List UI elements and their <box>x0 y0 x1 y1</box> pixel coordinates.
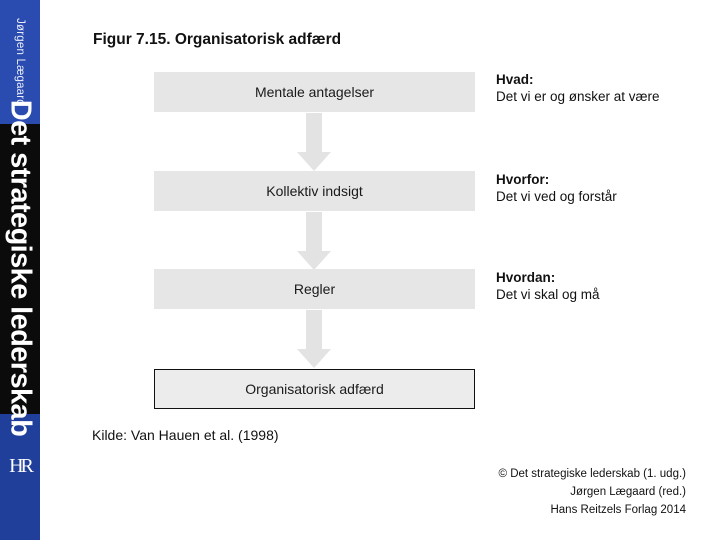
note-answer: Det vi skal og må <box>496 287 600 302</box>
down-arrow-icon <box>297 310 331 368</box>
down-arrow-icon <box>297 113 331 171</box>
publisher-logo: HR <box>9 455 34 477</box>
copyright-credits: © Det strategiske lederskab (1. udg.) Jø… <box>499 465 686 519</box>
figure-source: Kilde: Van Hauen et al. (1998) <box>92 427 279 443</box>
figure-title: Figur 7.15. Organisatorisk adfærd <box>93 31 342 48</box>
spine-author-band: Jørgen Lægaard <box>0 0 40 124</box>
box-mental-assumptions: Mentale antagelser <box>154 72 475 112</box>
box-label: Organisatorisk adfærd <box>245 381 384 397</box>
note-why: Hvorfor: Det vi ved og forstår <box>496 171 617 205</box>
box-label: Regler <box>293 281 336 297</box>
note-how: Hvordan: Det vi skal og må <box>496 269 600 303</box>
note-question: Hvordan: <box>496 270 556 285</box>
note-question: Hvorfor: <box>496 172 550 187</box>
spine-author: Jørgen Lægaard <box>14 18 26 106</box>
box-organisational-behaviour: Organisatorisk adfærd <box>154 369 475 409</box>
spine-book-title: Det strategiske lederskab <box>4 99 37 437</box>
note-answer: Det vi ved og forstår <box>496 189 617 204</box>
book-spine: Jørgen Lægaard Det strategiske lederskab… <box>0 0 40 540</box>
credits-line: © Det strategiske lederskab (1. udg.) <box>498 468 686 480</box>
box-collective-insight: Kollektiv indsigt <box>154 171 475 211</box>
credits-line: Hans Reitzels Forlag 2014 <box>550 504 686 516</box>
box-label: Kollektiv indsigt <box>266 183 363 199</box>
box-rules: Regler <box>154 269 475 309</box>
down-arrow-icon <box>297 212 331 270</box>
credits-line: Jørgen Lægaard (red.) <box>570 486 686 498</box>
note-what: Hvad: Det vi er og ønsker at være <box>496 71 660 105</box>
note-question: Hvad: <box>496 72 534 87</box>
note-answer: Det vi er og ønsker at være <box>496 89 660 104</box>
spine-title-band <box>0 124 40 414</box>
box-label: Mentale antagelser <box>254 84 375 100</box>
